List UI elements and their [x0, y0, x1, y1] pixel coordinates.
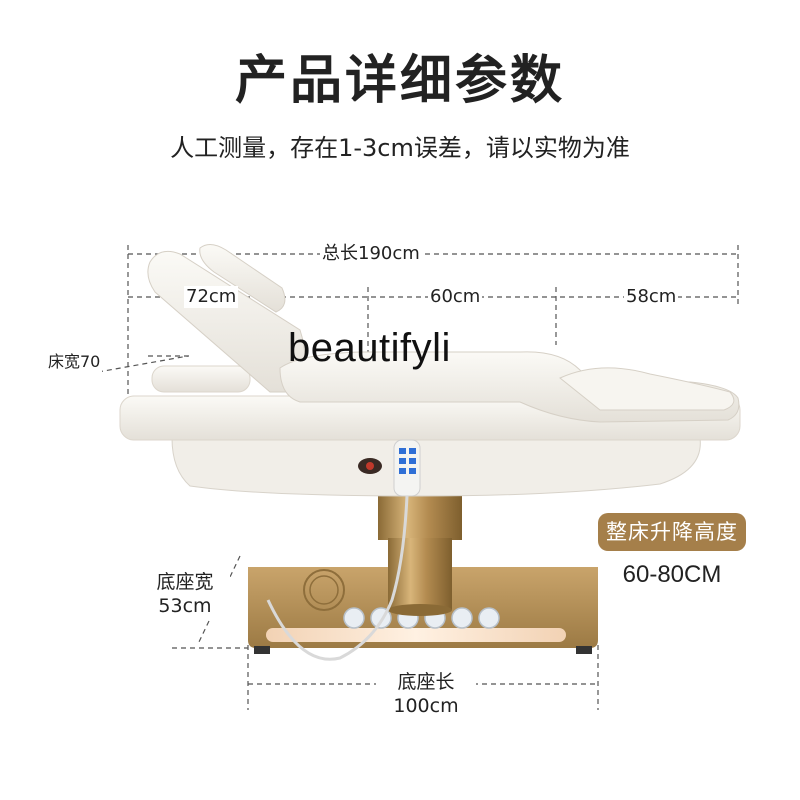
- measurement-disclaimer: 人工测量，存在1-3cm误差，请以实物为准: [170, 134, 630, 162]
- base-length-value: 100cm: [393, 695, 459, 717]
- page-title: 产品详细参数: [234, 51, 565, 111]
- seat-leg-cushion: [279, 351, 740, 423]
- base-width-title: 底座宽: [156, 571, 214, 593]
- height-adjust-value: 60-80CM: [622, 561, 722, 588]
- arm-pillow: [151, 365, 251, 393]
- height-adjust-badge: 整床升降高度: [598, 513, 746, 551]
- hand-remote: [266, 439, 421, 661]
- brand-watermark: beautifyli: [288, 326, 451, 370]
- total-length-label: 总长190cm: [320, 243, 422, 265]
- base-length-label: 底座长 100cm: [376, 670, 476, 718]
- head-section-length-label: 72cm: [184, 286, 239, 308]
- foot-section-length-label: 58cm: [624, 286, 679, 308]
- middle-section-length-label: 60cm: [428, 286, 483, 308]
- base-width-value: 53cm: [158, 595, 212, 617]
- gold-lift-column: [378, 488, 462, 616]
- bed-width-label: 床宽70: [46, 351, 103, 373]
- base-width-label: 底座宽 53cm: [140, 570, 230, 618]
- base-length-title: 底座长: [397, 671, 455, 693]
